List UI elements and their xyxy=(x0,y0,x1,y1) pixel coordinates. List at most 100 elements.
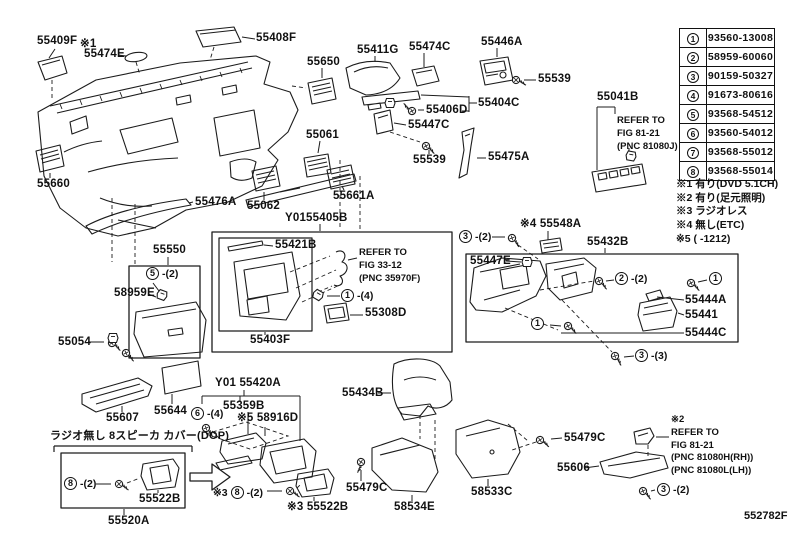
part-label-55446A: 55446A xyxy=(481,36,523,48)
dashed-lines xyxy=(51,46,649,489)
part-label-55661A: 55661A xyxy=(333,190,375,202)
part-label-55308D: 55308D xyxy=(365,307,407,319)
callout-circle: 5 xyxy=(146,267,159,280)
part-55409F xyxy=(37,55,68,81)
part-label-55409F: 55409F xyxy=(37,35,78,47)
figure-code: 552782F xyxy=(744,510,788,522)
note-item: ※1 有り(DVD 5.1CH) xyxy=(676,178,779,190)
part-55061 xyxy=(303,153,332,178)
part-label-55522B: 55522B xyxy=(139,493,181,505)
legend-part-number: 93560-54012 xyxy=(706,123,775,143)
part-label-55474C: 55474C xyxy=(409,41,451,53)
part-label-55408F: 55408F xyxy=(256,32,297,44)
note-item: ※4 無し(ETC) xyxy=(676,218,745,231)
part-55650 xyxy=(307,77,337,105)
part-label-55432B: 55432B xyxy=(587,236,629,248)
part-label-55444C: 55444C xyxy=(685,327,727,339)
part-label-55447E: 55447E xyxy=(470,255,511,267)
note-item: ※2 有り(足元照明) xyxy=(676,191,766,204)
part-label-55474E: 55474E xyxy=(84,48,125,60)
callout-1c: 1 xyxy=(531,317,544,330)
callout-circle: 8 xyxy=(64,477,77,490)
part-55550-door xyxy=(133,301,207,358)
part-label-58959E: 58959E xyxy=(114,287,155,299)
part-55661A xyxy=(326,164,356,190)
part-radio-frame xyxy=(259,438,317,484)
callout-count: -(2) xyxy=(673,483,690,496)
legend-part-number: 93568-54512 xyxy=(706,104,775,124)
part-55444A xyxy=(645,289,664,302)
part-label-55644: 55644 xyxy=(154,405,187,417)
part-55441 xyxy=(637,296,678,332)
upper-trim-parts xyxy=(37,26,647,193)
part-label-Y0155405B: Y0155405B xyxy=(285,212,348,224)
callout-6: 6-(4) xyxy=(191,407,223,420)
part-label-55441: 55441 xyxy=(685,309,718,321)
part-label-55444A: 55444A xyxy=(685,294,727,306)
part-label-55447C: 55447C xyxy=(408,119,450,131)
part-55308D xyxy=(323,302,350,324)
radio-group xyxy=(53,432,335,509)
legend-part-number: 93568-55012 xyxy=(706,142,775,162)
part-label-55041B: 55041B xyxy=(597,91,639,103)
legend-number: 7 xyxy=(687,147,699,160)
legend-number: 1 xyxy=(687,33,699,46)
callout-circle: 1 xyxy=(531,317,544,330)
callout-5: 5-(2) xyxy=(146,267,178,280)
part-55474E xyxy=(124,51,148,63)
part-label-Y0155420A: Y01 55420A xyxy=(215,377,281,389)
part-58533C xyxy=(455,419,521,479)
callout-circle: 3 xyxy=(657,483,670,496)
part-label-55421B: 55421B xyxy=(275,239,317,251)
part-55446A xyxy=(479,56,514,86)
part-label-55550: 55550 xyxy=(153,244,186,256)
leader-lines xyxy=(48,36,708,515)
callout-3b: 3-(3) xyxy=(635,349,667,362)
part-label-55054: 55054 xyxy=(58,336,91,348)
legend-part-number: 93560-13008 xyxy=(706,28,775,48)
part-55421B xyxy=(227,240,264,252)
radioless-cover-caption: ラジオ無し 8スピーカ カバー(DOP) xyxy=(50,430,230,442)
part-55660 xyxy=(35,144,65,173)
part-label-55475A: 55475A xyxy=(488,151,530,163)
part-label-55539-2: 55539 xyxy=(413,154,446,166)
part-55062 xyxy=(251,165,281,192)
callout-circle: 2 xyxy=(615,272,628,285)
part-55404C xyxy=(361,90,421,111)
part-label-55606: 55606 xyxy=(557,462,590,474)
refer-note-81080J: REFER TO FIG 81-21 (PNC 81080J) xyxy=(617,115,678,152)
dop-bracket xyxy=(53,445,193,452)
part-label-55476A: 55476A xyxy=(195,196,237,208)
part-label-55411G: 55411G xyxy=(357,44,399,56)
part-refer-clip-chain xyxy=(333,250,348,287)
note-marker-1: ※1 xyxy=(80,38,97,50)
legend-number: 2 xyxy=(687,52,699,65)
callout-circle: 6 xyxy=(191,407,204,420)
legend-number: 8 xyxy=(687,166,699,179)
part-55041B xyxy=(591,163,647,193)
callout-1b: 1 xyxy=(709,272,722,285)
callout-count: -(2) xyxy=(246,486,263,499)
callout-count: -(2) xyxy=(162,267,179,280)
callout-8a: 8-(2) xyxy=(64,477,96,490)
part-55522B-dop xyxy=(140,458,180,491)
part-label-55403F: 55403F xyxy=(250,334,291,346)
part-label-55650: 55650 xyxy=(307,56,340,68)
part-sheet xyxy=(215,455,253,471)
legend-row: 1 93560-13008 xyxy=(679,28,775,48)
part-55432B-panel xyxy=(469,257,547,313)
part-55548A xyxy=(539,237,563,254)
callout-1a: 1-(4) xyxy=(341,289,373,302)
callout-circle: 1 xyxy=(709,272,722,285)
part-label-58916D: ※5 58916D xyxy=(237,412,299,424)
part-label-55539: 55539 xyxy=(538,73,571,85)
part-55475A xyxy=(458,127,475,179)
console-group xyxy=(371,358,521,493)
